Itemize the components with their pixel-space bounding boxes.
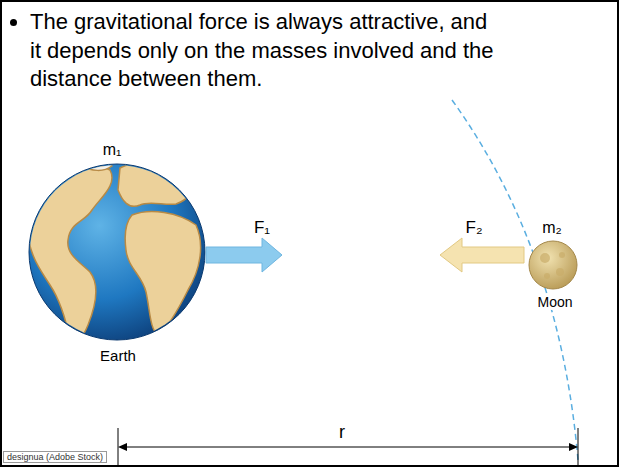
- body-name: Earth: [100, 347, 136, 364]
- force-arrow-f2: [440, 238, 524, 272]
- force-arrow-f1: [206, 238, 282, 272]
- mass-label: m₂: [542, 219, 562, 237]
- orbit-arc: [452, 100, 578, 460]
- body-name: Moon: [535, 294, 574, 310]
- force-label: F₁: [254, 218, 270, 238]
- moon-globe: [529, 241, 577, 289]
- dimension-label: r: [337, 422, 347, 443]
- force-label: F₂: [466, 218, 483, 238]
- bullet-item: The gravitational force is always attrac…: [30, 8, 504, 94]
- credit-note: designua (Adobe Stock): [3, 451, 107, 463]
- distance-dimension: [118, 428, 578, 466]
- bullet-text: The gravitational force is always attrac…: [4, 8, 504, 94]
- mass-label: m₁: [103, 141, 122, 159]
- bullet-list: The gravitational force is always attrac…: [4, 8, 504, 94]
- earth-globe: [28, 161, 206, 342]
